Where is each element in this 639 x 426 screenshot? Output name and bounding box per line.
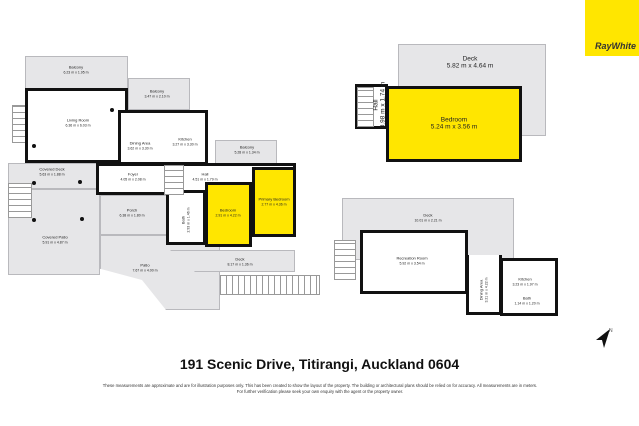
property-address-title: 191 Scenic Drive, Titirangi, Auckland 06… bbox=[179, 356, 460, 372]
column-post bbox=[110, 108, 114, 112]
kitchen-bath bbox=[500, 258, 558, 316]
patio-area bbox=[100, 235, 220, 310]
porch-area bbox=[100, 195, 178, 235]
svg-text:N: N bbox=[609, 328, 613, 334]
stairs-left bbox=[12, 105, 26, 143]
stairs-interior bbox=[164, 165, 184, 195]
stairs-deck-right bbox=[220, 275, 320, 295]
column-post bbox=[32, 218, 36, 222]
living-room bbox=[25, 88, 128, 163]
bath-room bbox=[166, 190, 206, 245]
balcony-1-area bbox=[25, 56, 128, 89]
lower-stairs bbox=[334, 240, 356, 280]
disclaimer-text: These measurements are approximate and a… bbox=[102, 383, 538, 395]
upper-bedroom bbox=[386, 86, 522, 162]
column-post bbox=[80, 217, 84, 221]
bedroom-yellow bbox=[205, 182, 252, 247]
raywhite-logo: RayWhite bbox=[585, 0, 639, 56]
column-post bbox=[32, 144, 36, 148]
stairs-covered-patio bbox=[8, 183, 32, 218]
column-post bbox=[32, 181, 36, 185]
balcony-2-area bbox=[128, 78, 190, 110]
upper-stairs bbox=[357, 87, 374, 127]
north-arrow-icon: N bbox=[596, 328, 613, 348]
primary-bedroom-yellow bbox=[252, 167, 296, 237]
column-post bbox=[78, 180, 82, 184]
recreation-room bbox=[360, 230, 468, 294]
lower-dining bbox=[466, 255, 502, 315]
